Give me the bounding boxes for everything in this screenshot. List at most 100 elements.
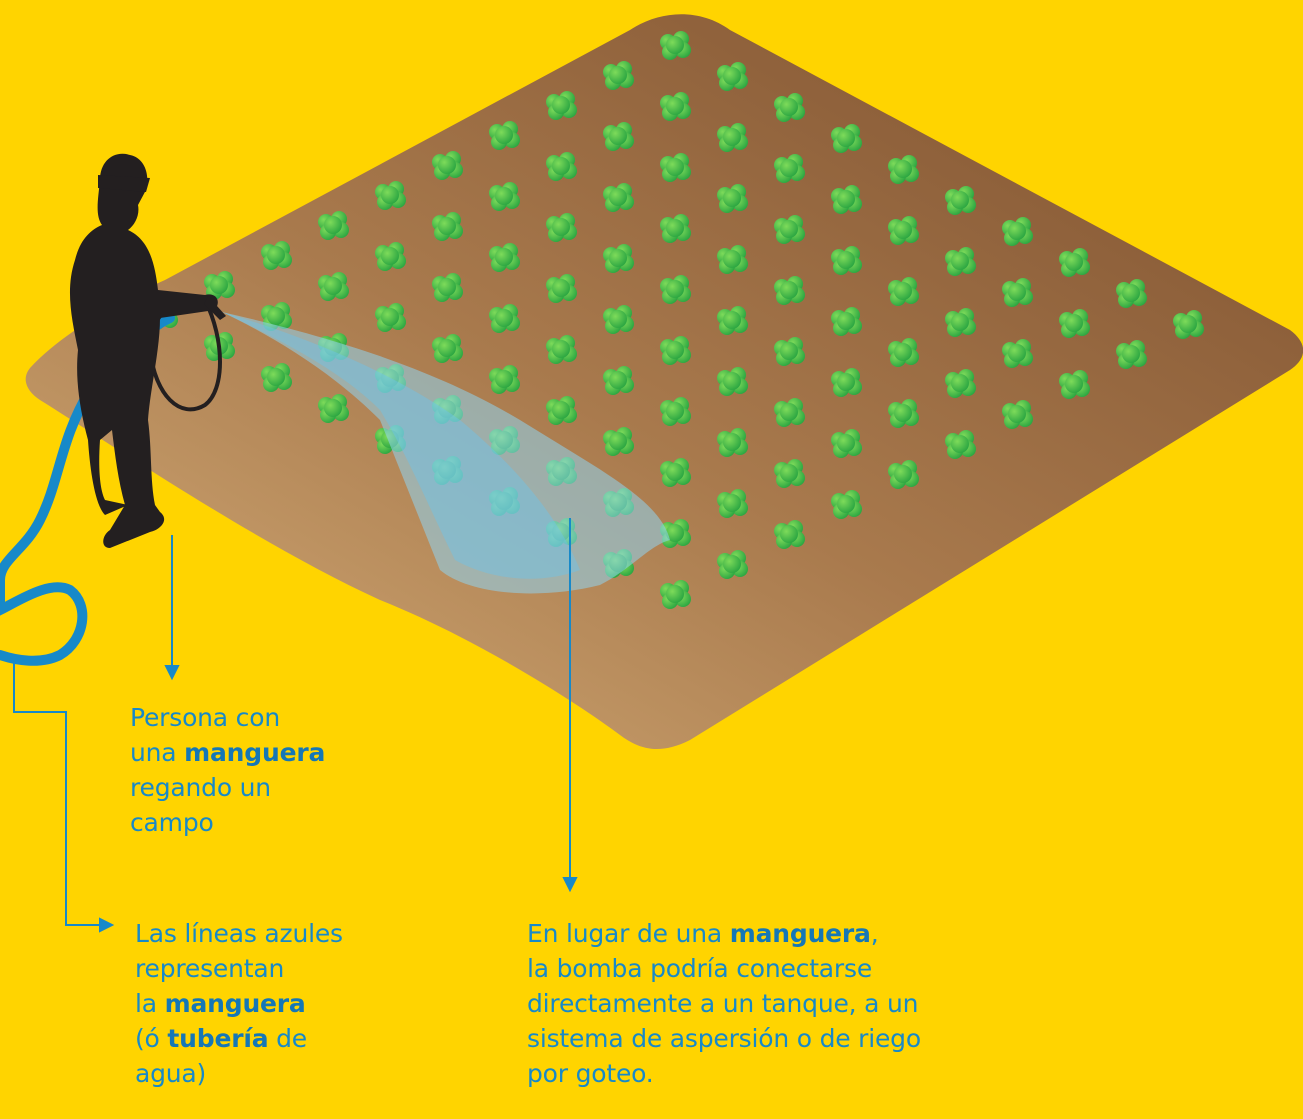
plant-icon	[1002, 400, 1033, 429]
plant-icon	[1173, 310, 1204, 339]
plant-icon	[831, 185, 862, 214]
plant-icon	[717, 306, 748, 335]
plant-icon	[603, 244, 634, 273]
plant-icon	[261, 241, 292, 270]
plant-icon	[603, 427, 634, 456]
plant-icon	[945, 308, 976, 337]
plant-icon	[432, 273, 463, 302]
caption-bold: manguera	[164, 989, 306, 1018]
plant-icon	[660, 580, 691, 609]
plant-icon	[774, 93, 805, 122]
plant-icon	[660, 397, 691, 426]
plant-icon	[1059, 248, 1090, 277]
caption-text: una	[130, 738, 185, 767]
plant-icon	[831, 307, 862, 336]
plant-icon	[888, 338, 919, 367]
plant-icon	[717, 62, 748, 91]
plant-icon	[318, 394, 349, 423]
caption-text: la bomba podría conectarse	[527, 954, 873, 983]
plant-icon	[660, 275, 691, 304]
plant-icon	[432, 334, 463, 363]
plant-icon	[1059, 370, 1090, 399]
plant-icon	[375, 181, 406, 210]
plant-icon	[945, 369, 976, 398]
plant-icon	[318, 211, 349, 240]
plant-icon	[945, 430, 976, 459]
plant-icon	[1002, 278, 1033, 307]
caption-person-with-hose: Persona con una manguera regando un camp…	[130, 700, 350, 840]
caption-text: ,	[870, 919, 879, 948]
plant-icon	[660, 336, 691, 365]
plant-icon	[660, 214, 691, 243]
plant-icon	[831, 124, 862, 153]
plant-icon	[774, 154, 805, 183]
plant-icon	[888, 216, 919, 245]
plant-icon	[1002, 339, 1033, 368]
plant-icon	[774, 459, 805, 488]
plant-icon	[546, 274, 577, 303]
plant-icon	[774, 215, 805, 244]
plant-icon	[603, 305, 634, 334]
plant-icon	[774, 398, 805, 427]
plant-icon	[945, 186, 976, 215]
plant-icon	[888, 155, 919, 184]
caption-text: Las líneas azules	[135, 919, 343, 948]
caption-text: campo	[130, 808, 214, 837]
plant-icon	[546, 152, 577, 181]
caption-text: representan	[135, 954, 285, 983]
plant-icon	[489, 304, 520, 333]
plant-icon	[717, 428, 748, 457]
plant-icon	[717, 489, 748, 518]
caption-bold: tubería	[167, 1024, 269, 1053]
plant-icon	[546, 396, 577, 425]
caption-bold: manguera	[729, 919, 871, 948]
plant-icon	[1116, 340, 1147, 369]
plant-icon	[717, 367, 748, 396]
caption-text: directamente a un tanque, a un	[527, 989, 919, 1018]
plant-icon	[603, 183, 634, 212]
caption-text: En lugar de una	[527, 919, 730, 948]
plant-icon	[888, 460, 919, 489]
plant-icon	[432, 212, 463, 241]
plant-icon	[660, 458, 691, 487]
plant-icon	[660, 92, 691, 121]
plant-icon	[717, 245, 748, 274]
caption-text: sistema de aspersión o de riego	[527, 1024, 921, 1053]
plant-icon	[489, 121, 520, 150]
plant-icon	[375, 303, 406, 332]
plant-icon	[660, 31, 691, 60]
plant-icon	[1002, 217, 1033, 246]
caption-text: la	[135, 989, 165, 1018]
plant-icon	[603, 366, 634, 395]
plant-icon	[888, 399, 919, 428]
plant-icon	[489, 243, 520, 272]
caption-bold: manguera	[184, 738, 326, 767]
caption-text: por goteo.	[527, 1059, 654, 1088]
plant-icon	[603, 122, 634, 151]
caption-text: Persona con	[130, 703, 280, 732]
plant-icon	[774, 520, 805, 549]
plant-icon	[831, 368, 862, 397]
plant-icon	[546, 335, 577, 364]
plant-icon	[432, 151, 463, 180]
plant-icon	[660, 153, 691, 182]
plant-icon	[1116, 279, 1147, 308]
plant-icon	[603, 61, 634, 90]
plant-icon	[489, 182, 520, 211]
caption-pump-alternative: En lugar de una manguera, la bomba podrí…	[527, 916, 947, 1091]
water-spray-icon	[222, 312, 670, 594]
plant-icon	[1059, 309, 1090, 338]
plant-icon	[945, 247, 976, 276]
connector-arrows	[13, 518, 578, 933]
plant-icon	[375, 242, 406, 271]
soil-field	[25, 14, 1303, 750]
caption-blue-lines: Las líneas azules representan la manguer…	[135, 916, 365, 1091]
plant-icon	[318, 272, 349, 301]
plant-icon	[774, 276, 805, 305]
plant-icon	[774, 337, 805, 366]
caption-text: de	[268, 1024, 307, 1053]
plant-icon	[717, 123, 748, 152]
caption-text: (ó	[135, 1024, 168, 1053]
caption-text: agua)	[135, 1059, 207, 1088]
